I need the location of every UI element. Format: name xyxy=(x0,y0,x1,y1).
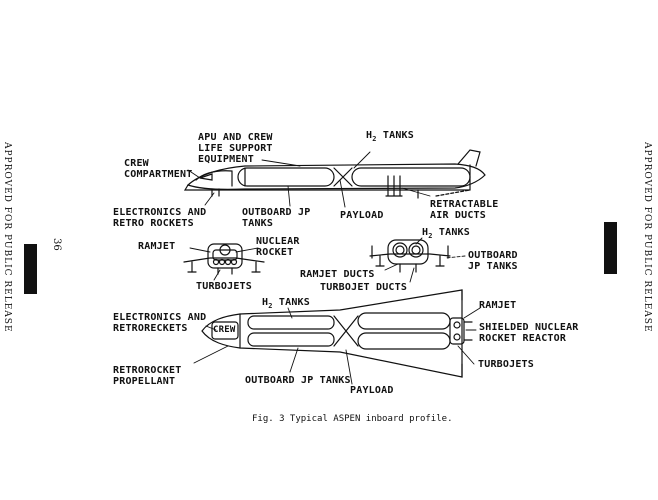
label-plan-outboard-jp: OUTBOARD JP TANKS xyxy=(245,375,351,386)
label-ramjet-ducts: RAMJET DUCTS xyxy=(300,269,375,280)
front-fuselage xyxy=(207,243,243,269)
side-window xyxy=(199,173,213,181)
plan-tank-upper-aft xyxy=(357,312,451,330)
label-side-h2-tanks: H2 TANKS xyxy=(366,130,414,143)
label-rear-h2-tanks: H2 TANKS xyxy=(422,227,470,240)
label-retractable-air-ducts: RETRACTABLE AIR DUCTS xyxy=(430,199,499,221)
label-rear-outboard-jp: OUTBOARD JP TANKS xyxy=(468,250,518,272)
plan-tank-lower-fwd xyxy=(247,332,335,347)
label-plan-electronics: ELECTRONICS AND RETRORECKETS xyxy=(113,312,207,334)
right-redaction-mark xyxy=(604,222,617,274)
label-shielded-reactor: SHIELDED NUCLEAR ROCKET REACTOR xyxy=(479,322,579,344)
front-view xyxy=(183,243,265,275)
label-turbojet-ducts: TURBOJET DUCTS xyxy=(320,282,408,293)
label-front-turbojets: TURBOJETS xyxy=(196,281,252,292)
side-gear xyxy=(211,188,419,199)
side-nose-ground xyxy=(183,184,471,191)
label-side-payload: PAYLOAD xyxy=(340,210,384,221)
label-plan-ramjet: RAMJET xyxy=(479,300,517,311)
side-tail-fin xyxy=(457,149,481,167)
plan-tank-upper-fwd xyxy=(247,315,335,330)
figure-caption: Fig. 3 Typical ASPEN inboard profile. xyxy=(252,414,453,424)
label-retrorocket-propellant: RETROROCKET PROPELLANT xyxy=(113,365,182,387)
label-apu-life-support: APU AND CREW LIFE SUPPORT EQUIPMENT xyxy=(198,132,273,165)
label-front-ramjet: RAMJET xyxy=(138,241,176,252)
front-wing xyxy=(183,257,265,263)
plan-reactor xyxy=(449,317,465,345)
label-side-outboard-jp: OUTBOARD JP TANKS xyxy=(242,207,311,229)
side-payload-cross xyxy=(333,167,353,187)
left-redaction-mark xyxy=(24,244,37,294)
label-nuclear-rocket: NUCLEAR ROCKET xyxy=(256,236,300,258)
plan-crew-box xyxy=(211,321,239,340)
plan-outline xyxy=(201,289,463,378)
label-crew-compartment: CREW COMPARTMENT xyxy=(124,158,193,180)
plan-view xyxy=(201,289,473,378)
plan-tank-lower-aft xyxy=(357,332,451,350)
label-plan-turbojets: TURBOJETS xyxy=(478,359,534,370)
rear-fuselage xyxy=(387,239,429,265)
side-tank-forward xyxy=(237,167,335,187)
label-plan-h2-tanks: H2 TANKS xyxy=(262,297,310,310)
side-tank-aft xyxy=(351,167,471,187)
label-plan-payload: PAYLOAD xyxy=(350,385,394,396)
side-retractable-ducts xyxy=(385,175,403,197)
plan-payload-cross xyxy=(333,315,359,347)
side-fuselage xyxy=(186,163,486,190)
side-view xyxy=(183,149,486,199)
label-plan-crew: CREW xyxy=(213,325,236,335)
label-side-electronics: ELECTRONICS AND RETRO ROCKETS xyxy=(113,207,207,229)
rear-view xyxy=(369,239,451,273)
